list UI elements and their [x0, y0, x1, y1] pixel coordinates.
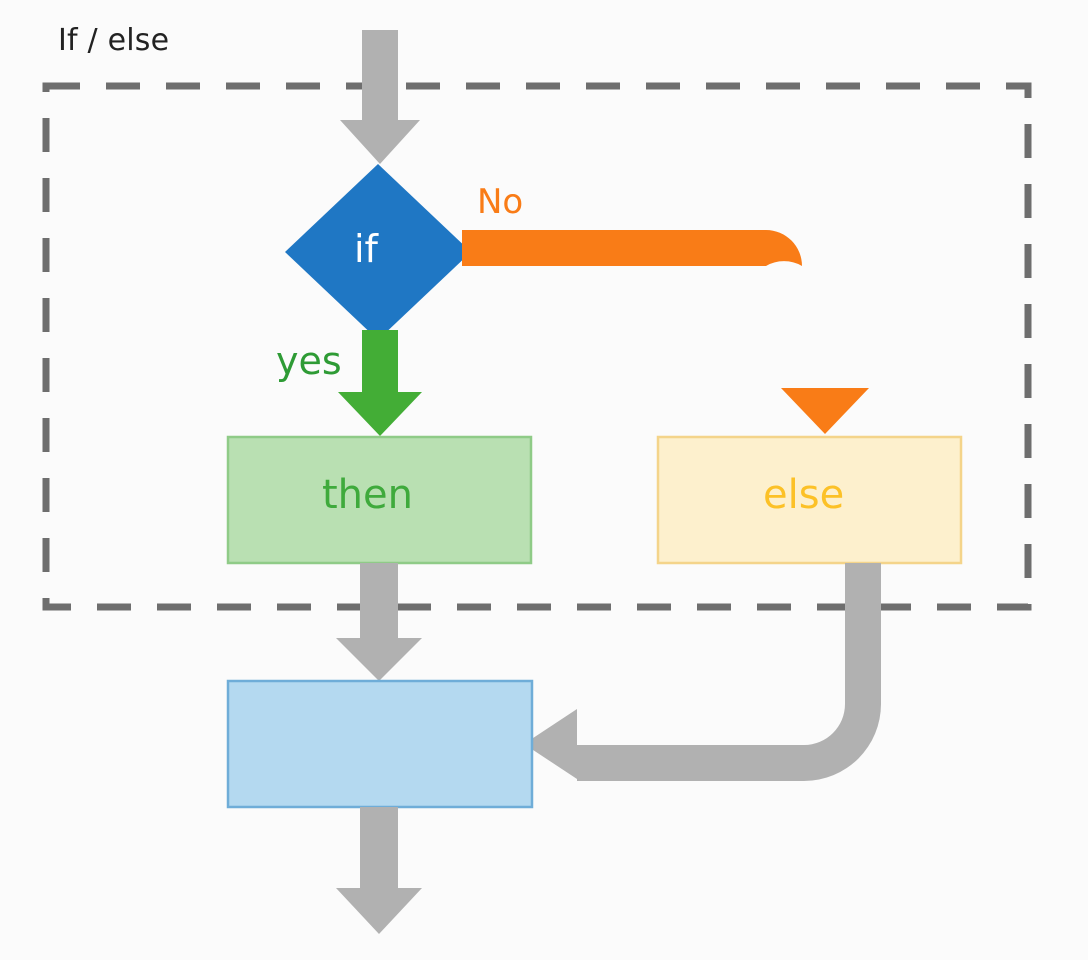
no-branch-arrow-orange — [462, 230, 869, 434]
else-node-label: else — [763, 472, 845, 518]
edge-label-no: No — [477, 182, 524, 222]
group-container-dashed-box — [42, 82, 1032, 611]
then-node-label: then — [322, 472, 413, 518]
if-node-label: if — [354, 227, 378, 271]
exit-arrow-grey — [336, 807, 422, 934]
else-node-box[interactable] — [656, 435, 963, 565]
edge-label-yes: yes — [276, 339, 342, 383]
group-title-label: If / else — [58, 23, 170, 58]
then-node-box[interactable] — [226, 435, 533, 565]
next-node-box[interactable] — [226, 679, 534, 809]
if-decision-diamond[interactable] — [285, 164, 471, 340]
then-to-next-arrow-grey — [336, 563, 422, 681]
entry-arrow-grey — [340, 30, 420, 164]
yes-branch-arrow-green — [338, 330, 422, 436]
else-to-next-arrow-grey — [524, 563, 881, 781]
